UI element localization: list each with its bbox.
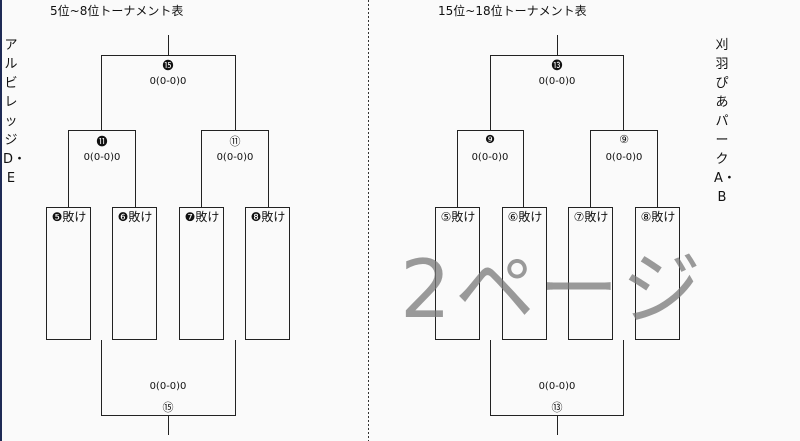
- right-title: 15位~18位トーナメント表: [438, 4, 587, 18]
- right-semi-1-number: ❾: [485, 133, 495, 146]
- right-entry-box-1: [435, 207, 480, 340]
- left-entry-2: ❻敗け: [117, 210, 153, 224]
- left-final-number: ⓯: [162, 59, 174, 72]
- left-bottom-score: 0(0-0)0: [149, 381, 187, 392]
- right-entry-2: ⑥敗け: [507, 210, 543, 224]
- left-semi-1-number: ⓫: [96, 135, 108, 148]
- right-bracket: [435, 35, 680, 435]
- left-entry-box-2: [112, 207, 157, 340]
- right-venue: 刈羽ぴあパークA・B: [714, 38, 736, 205]
- right-final-number: ⓭: [551, 59, 563, 72]
- right-entry-1: ⑤敗け: [440, 210, 476, 224]
- left-entry-box-3: [179, 207, 224, 340]
- left-bracket: [46, 35, 290, 435]
- right-semi-1-score: 0(0-0)0: [471, 152, 509, 163]
- left-title: 5位~8位トーナメント表: [50, 4, 184, 18]
- left-bottom-number: ⑮: [162, 401, 174, 414]
- right-semi-2-number: ⑨: [619, 133, 629, 146]
- left-entry-3: ❼敗け: [184, 210, 220, 224]
- right-entry-box-2: [502, 207, 547, 340]
- page-left-border: [0, 0, 2, 441]
- left-semi-2-number: ⑪: [229, 135, 241, 148]
- left-entry-box-1: [46, 207, 91, 340]
- left-final-score: 0(0-0)0: [149, 76, 187, 87]
- left-entry-1: ❺敗け: [51, 210, 87, 224]
- right-entry-4: ⑧敗け: [640, 210, 676, 224]
- right-bottom-number: ⑬: [551, 401, 563, 414]
- left-venue: アルビレッジD・E: [3, 38, 27, 186]
- left-semi-2-score: 0(0-0)0: [216, 152, 254, 163]
- right-bottom-score: 0(0-0)0: [538, 381, 576, 392]
- left-entry-box-4: [245, 207, 290, 340]
- left-semi-1-score: 0(0-0)0: [83, 152, 121, 163]
- right-semi-2-score: 0(0-0)0: [605, 152, 643, 163]
- right-final-score: 0(0-0)0: [538, 76, 576, 87]
- right-entry-box-3: [568, 207, 613, 340]
- left-entry-4: ❽敗け: [250, 210, 286, 224]
- right-entry-box-4: [635, 207, 680, 340]
- right-entry-3: ⑦敗け: [573, 210, 609, 224]
